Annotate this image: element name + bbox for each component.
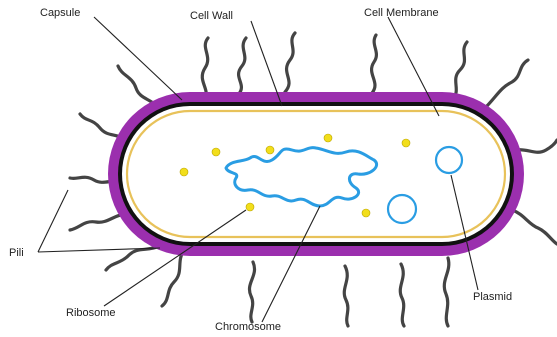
pilus: [285, 33, 295, 92]
pilus: [344, 266, 348, 326]
pilus: [400, 264, 404, 326]
pilus: [372, 35, 377, 93]
cell-membrane-label: Cell Membrane: [364, 7, 439, 19]
plasmid-label: Plasmid: [473, 291, 512, 303]
ribosome: [180, 168, 188, 176]
ribosome: [362, 209, 370, 217]
pilus: [452, 42, 467, 100]
ribosome: [246, 203, 254, 211]
pili-leader-line: [38, 190, 68, 252]
pilus: [249, 262, 254, 322]
chromosome-label: Chromosome: [215, 321, 281, 333]
pilus: [485, 60, 528, 108]
cell-wall-label: Cell Wall: [190, 10, 233, 22]
ribosome-label: Ribosome: [66, 307, 116, 319]
pilus: [238, 38, 246, 95]
pilus: [444, 258, 449, 326]
ribosome: [266, 146, 274, 154]
capsule-label: Capsule: [40, 7, 80, 19]
pilus: [70, 214, 128, 230]
capsule-leader-line: [94, 17, 182, 100]
ribosome: [212, 148, 220, 156]
ribosome: [324, 134, 332, 142]
ribosome: [402, 139, 410, 147]
pilus: [162, 250, 184, 306]
pilus: [516, 140, 557, 152]
pilus: [512, 210, 557, 244]
pili-label: Pili: [9, 247, 24, 259]
